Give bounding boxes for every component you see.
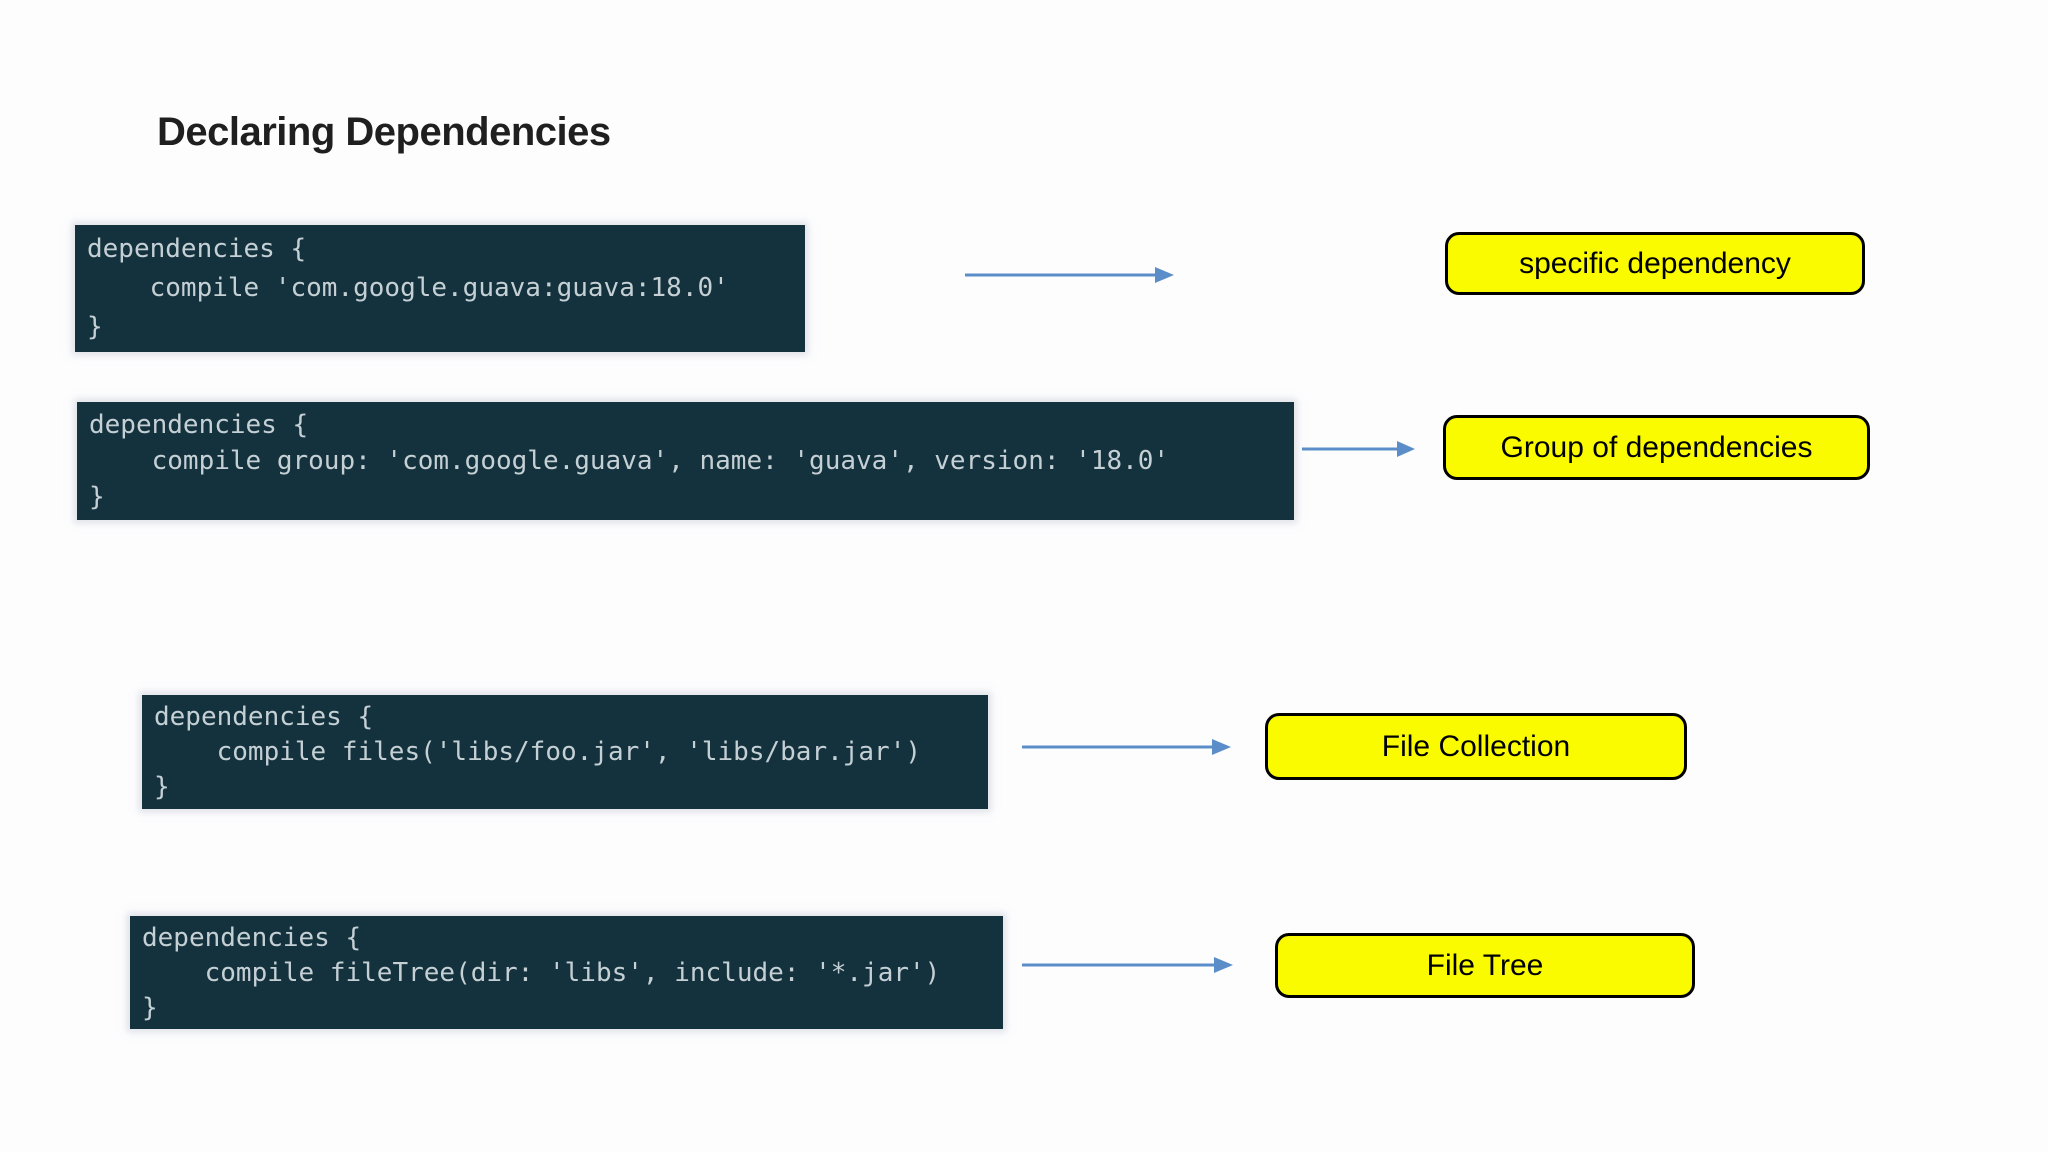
code-line: }	[142, 993, 158, 1023]
arrow-right-icon	[965, 267, 1174, 283]
arrow-right-icon	[1022, 957, 1233, 973]
code-block-file-collection: dependencies { compile files('libs/foo.j…	[142, 695, 988, 809]
code-line: dependencies {	[87, 234, 307, 264]
code-block-group-of-dependencies: dependencies { compile group: 'com.googl…	[77, 402, 1294, 520]
code-line: }	[154, 772, 170, 802]
label-specific-dependency: specific dependency	[1445, 232, 1865, 295]
code-block-specific-dependency: dependencies { compile 'com.google.guava…	[75, 225, 805, 352]
code-line: dependencies {	[89, 410, 309, 440]
label-file-collection: File Collection	[1265, 713, 1687, 780]
code-line: dependencies {	[142, 923, 362, 953]
label-group-of-dependencies: Group of dependencies	[1443, 415, 1870, 480]
code-line: compile fileTree(dir: 'libs', include: '…	[142, 958, 941, 988]
code-block-file-tree: dependencies { compile fileTree(dir: 'li…	[130, 916, 1003, 1029]
code-line: }	[89, 482, 105, 512]
code-line: compile 'com.google.guava:guava:18.0'	[87, 273, 729, 303]
arrow-right-icon	[1022, 739, 1231, 755]
page-title: Declaring Dependencies	[157, 110, 611, 154]
code-line: dependencies {	[154, 702, 374, 732]
code-line: }	[87, 312, 103, 342]
arrow-right-icon	[1302, 441, 1415, 457]
code-line: compile group: 'com.google.guava', name:…	[89, 446, 1170, 476]
label-file-tree: File Tree	[1275, 933, 1695, 998]
code-line: compile files('libs/foo.jar', 'libs/bar.…	[154, 737, 922, 767]
